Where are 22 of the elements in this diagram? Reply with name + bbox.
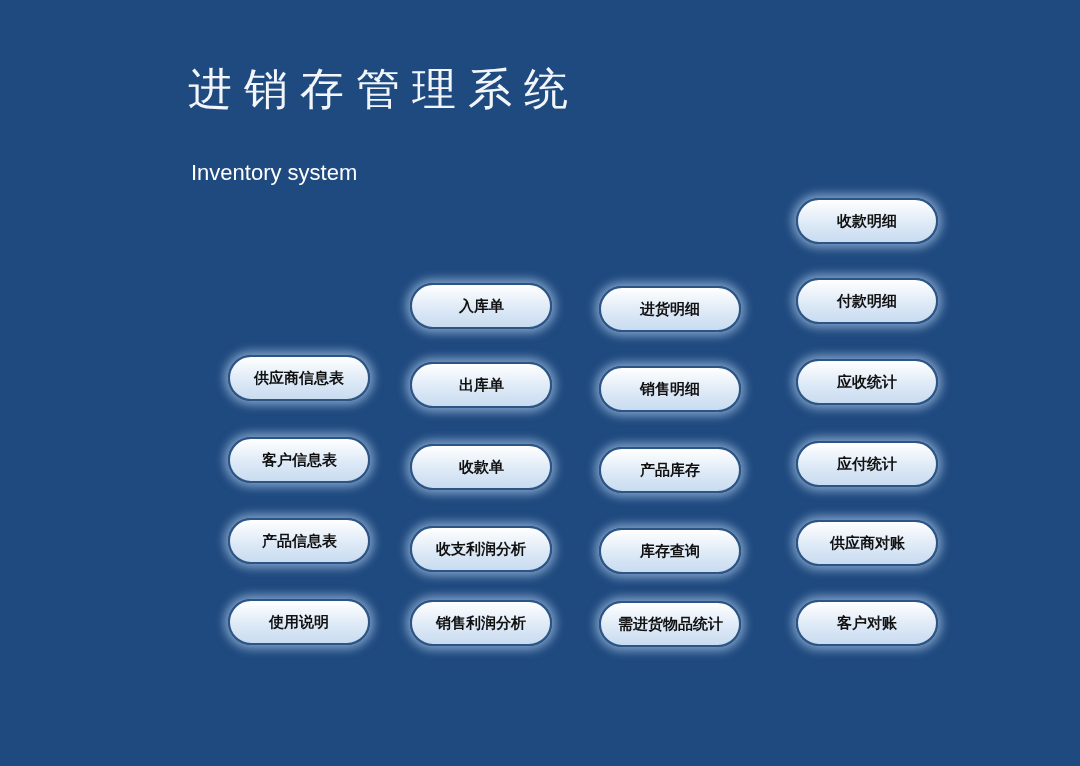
menu-button: 销售明细 bbox=[599, 366, 741, 412]
menu-button: 入库单 bbox=[410, 283, 552, 329]
menu-button: 进货明细 bbox=[599, 286, 741, 332]
menu-button: 收款单 bbox=[410, 444, 552, 490]
menu-button: 客户对账 bbox=[796, 600, 938, 646]
menu-button: 库存查询 bbox=[599, 528, 741, 574]
menu-button: 产品库存 bbox=[599, 447, 741, 493]
menu-button: 产品信息表 bbox=[228, 518, 370, 564]
menu-button: 应付统计 bbox=[796, 441, 938, 487]
menu-button: 供应商对账 bbox=[796, 520, 938, 566]
menu-button: 客户信息表 bbox=[228, 437, 370, 483]
menu-button: 收款明细 bbox=[796, 198, 938, 244]
menu-button: 出库单 bbox=[410, 362, 552, 408]
menu-button: 需进货物品统计 bbox=[599, 601, 741, 647]
menu-button: 应收统计 bbox=[796, 359, 938, 405]
menu-button: 付款明细 bbox=[796, 278, 938, 324]
subtitle: Inventory system bbox=[191, 160, 358, 186]
title: 进销存管理系统 bbox=[188, 62, 580, 116]
menu-button: 供应商信息表 bbox=[228, 355, 370, 401]
menu-button: 销售利润分析 bbox=[410, 600, 552, 646]
menu-button: 使用说明 bbox=[228, 599, 370, 645]
menu-button: 收支利润分析 bbox=[410, 526, 552, 572]
